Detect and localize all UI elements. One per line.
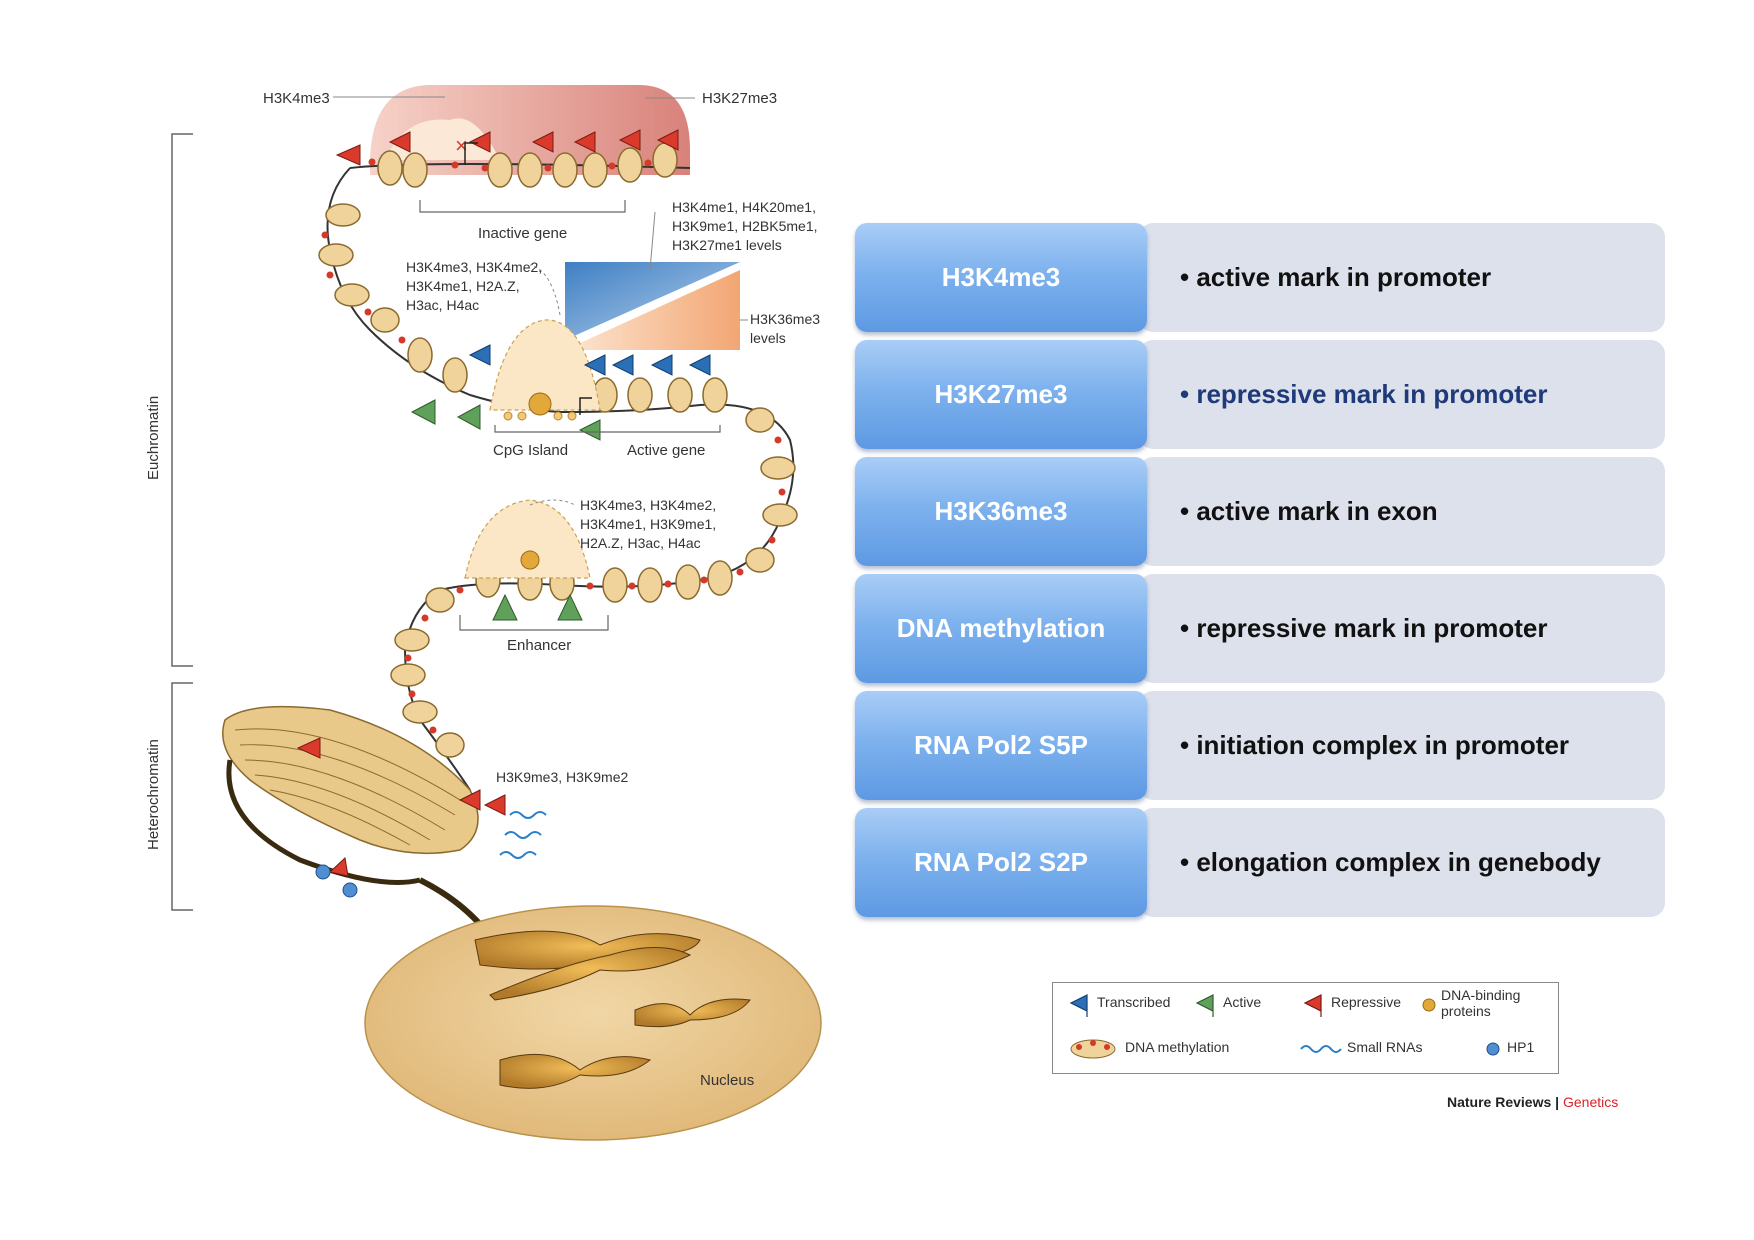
table-row: DNA methylation • repressive mark in pro… [855, 574, 1665, 683]
value-cell [1139, 691, 1665, 800]
blue-level-triangle [565, 262, 740, 340]
mark-description: • repressive mark in promoter [1180, 379, 1548, 409]
heterochromatin-bracket [171, 682, 193, 911]
small-rnas-icon [499, 811, 547, 859]
credit-publisher: Nature Reviews [1447, 1094, 1552, 1110]
methylation-dots [321, 158, 786, 734]
label-inactive-gene: Inactive gene [478, 225, 567, 242]
legend-repressive: Repressive [1331, 994, 1402, 1010]
euchromatin-label: Euchromatin [145, 396, 162, 480]
value-cell [1139, 340, 1665, 449]
legend-icons [1069, 994, 1500, 1059]
diagram-legend: Transcribed Active Repressive DNA-bindin… [1052, 982, 1559, 1074]
legend-dna-methylation: DNA methylation [1125, 1039, 1230, 1055]
enhancer-bump [464, 499, 591, 579]
promoter-bump [489, 319, 601, 411]
mark-name-cell: H3K4me3 [855, 223, 1147, 332]
table-row: H3K27me3 • repressive mark in promoter [855, 340, 1665, 449]
label-enhancer: Enhancer [507, 637, 571, 654]
heterochromatin-bundle [222, 705, 488, 932]
mark-name-cell: RNA Pol2 S2P [855, 808, 1147, 917]
label-h3k36me3-levels-2: levels [750, 330, 786, 346]
euchromatin-bracket [171, 133, 193, 667]
transcribed-flags [468, 344, 711, 376]
mark-description: • active mark in exon [1180, 496, 1438, 526]
label-h3k36me3-levels-1: H3K36me3 [750, 311, 820, 327]
figure-credit: Nature Reviews | Genetics [1447, 1094, 1618, 1110]
label-h3k4me3-top: H3K4me3 [263, 90, 330, 107]
label-nucleus: Nucleus [700, 1072, 754, 1089]
svg-text:×: × [455, 133, 468, 158]
value-cell [1139, 808, 1665, 917]
label-levels-blue-1: H3K4me1, H4K20me1, [672, 199, 816, 215]
label-promoter-marks-2: H3K4me1, H2A.Z, [406, 278, 520, 294]
mark-description: • initiation complex in promoter [1180, 730, 1570, 760]
mark-name-cell: DNA methylation [855, 574, 1147, 683]
mark-name-cell: RNA Pol2 S5P [855, 691, 1147, 800]
nucleus [364, 905, 822, 1141]
mark-description: • elongation complex in genebody [1180, 847, 1601, 877]
label-cpg-island: CpG Island [493, 442, 568, 459]
histone-mark-table: H3K4me3 • active mark in promoter H3K27m… [855, 223, 1665, 925]
label-levels-blue-3: H3K27me1 levels [672, 237, 782, 253]
legend-transcribed: Transcribed [1097, 994, 1171, 1010]
value-cell [1139, 574, 1665, 683]
mark-description: • repressive mark in promoter [1180, 613, 1548, 643]
legend-dna-binding: DNA-binding proteins [1441, 987, 1521, 1019]
table-row: H3K4me3 • active mark in promoter [855, 223, 1665, 332]
label-promoter-marks-3: H3ac, H4ac [406, 297, 479, 313]
legend-active: Active [1223, 994, 1262, 1010]
heterochromatin-label: Heterochromatin [145, 739, 162, 850]
label-enhancer-marks-3: H2A.Z, H3ac, H4ac [580, 535, 701, 551]
legend-small-rnas: Small RNAs [1347, 1039, 1423, 1055]
credit-journal: Genetics [1562, 1094, 1619, 1110]
label-hetero-marks: H3K9me3, H3K9me2 [496, 769, 629, 785]
value-cell [1139, 457, 1665, 566]
chromosomes [474, 930, 751, 1089]
active-flags [410, 399, 601, 441]
repressive-flags-top [335, 129, 679, 166]
legend-hp1: HP1 [1507, 1039, 1535, 1055]
table-row: H3K36me3 • active mark in exon [855, 457, 1665, 566]
mark-name-cell: H3K27me3 [855, 340, 1147, 449]
credit-separator: | [1551, 1094, 1563, 1110]
value-cell [1139, 223, 1665, 332]
label-active-gene: Active gene [627, 442, 705, 459]
label-h3k27me3-top: H3K27me3 [702, 90, 777, 107]
table-row: RNA Pol2 S2P • elongation complex in gen… [855, 808, 1665, 917]
orange-level-triangle [565, 270, 740, 350]
h3k4me3-bump [385, 118, 500, 160]
label-enhancer-marks-1: H3K4me3, H3K4me2, [580, 497, 716, 513]
table-row: RNA Pol2 S5P • initiation complex in pro… [855, 691, 1665, 800]
mark-name-cell: H3K36me3 [855, 457, 1147, 566]
mark-description: • active mark in promoter [1180, 262, 1492, 292]
chromatin-fiber [326, 163, 795, 791]
label-levels-blue-2: H3K9me1, H2BK5me1, [672, 218, 818, 234]
label-promoter-marks-1: H3K4me3, H3K4me2, [406, 259, 542, 275]
label-enhancer-marks-2: H3K4me1, H3K9me1, [580, 516, 716, 532]
